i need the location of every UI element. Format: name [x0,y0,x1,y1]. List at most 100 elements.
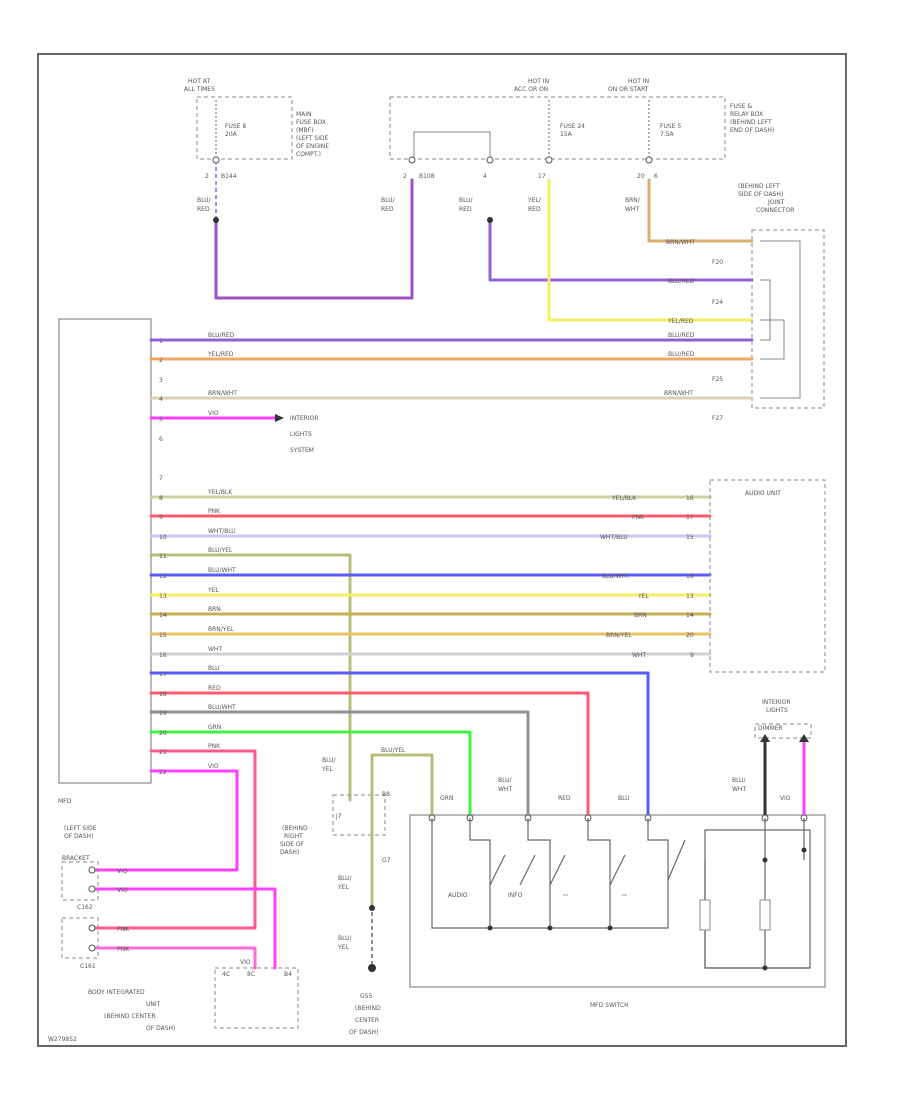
row-lbl-vio: VIO [208,410,219,417]
mfd-pin-22: 22 [159,769,167,776]
pin-2-mid: 2 [403,173,407,180]
aud-lbl-7: BRN [634,612,647,619]
hot-on-l2: ON OR START [608,86,649,93]
main-fuse-box-l6: COMPT.) [296,151,321,158]
ground-l1: G55 [360,993,372,1000]
sw-lbl-blu-wht-2: BLU/ [732,777,747,784]
pin-fuse-8 [212,156,220,164]
corner-code: W279852 [48,1036,77,1043]
body-l1: BODY INTEGRATED [88,989,145,996]
mfd-pin-19: 19 [159,710,167,717]
wire-brn-wht-f27 [647,178,754,243]
wire-row-19 [149,710,530,817]
interior-l2: LIGHTS [290,431,312,438]
top-blu-yel: BLU/YEL [381,747,406,754]
fuse-5-amp: 7.5A [660,131,675,138]
conn-g7: G7 [382,857,391,864]
switch-contact-3 [609,854,626,886]
bulb-icon-1 [699,899,711,931]
mfd-pin-18: 18 [159,691,167,698]
wire-lbl-yel-red: YEL/ [527,197,542,204]
conn-f25: F25 [712,376,723,383]
pin-b108-4 [486,156,494,164]
splice-dot-2 [487,217,493,223]
wire-row-20 [149,730,472,817]
wire-yel-red-f24 [547,178,754,322]
wire-lbl-brn-wht: BRN/ [625,197,641,204]
mfd-switch-unit [409,814,826,988]
sw-node-2 [547,925,553,931]
conn-c162: C162 [77,904,93,911]
row-r-brn-wht: BRN/WHT [664,390,693,397]
aud-pin-6: 14 [686,612,694,619]
blu-yel-v3: BLU/ [338,935,353,942]
fuse-8-amp: 20A [225,131,238,138]
conn-f24: F24 [712,299,723,306]
wire-lbl-blu-red-3: BLU/ [459,197,474,204]
ground-splice [369,905,375,911]
sw-arrow-left-icon: ⇦ [563,892,568,899]
sw-lbl-blu-wht-1: BLU/ [498,777,513,784]
aud-pin-8: 9 [690,652,694,659]
behind-right-l4: DASH) [280,849,299,856]
sw-node-3 [607,925,613,931]
row-lbl-blu-red: BLU/RED [208,332,235,339]
pin-4: 4 [483,173,487,180]
blu-yel-v3b: YEL [337,944,349,951]
wire-vio-to-body [90,887,277,970]
main-fuse-box-l4: (LEFT SIDE [296,135,329,142]
sw-info: INFO [508,892,523,899]
aud-lbl-6: YEL [637,593,649,600]
pin-fuse-24 [545,156,553,164]
row-lbl-blu: BLU [208,665,220,672]
mfd-pin-20: 20 [159,730,167,737]
sw-arrow-right-icon: ⇨ [622,892,627,899]
switch-contact-5 [519,854,536,886]
aud-lbl-5: BLU/WHT [602,573,630,580]
fuse-8-label: FUSE 8 [225,123,246,130]
behind-left-l3: JOINT [767,199,785,206]
row-lbl-brn-wht: BRN/WHT [208,390,237,397]
mfd-pin-21: 21 [159,749,167,756]
conn-f20: F20 [712,259,723,266]
wire-lbl-blu-red-2b: RED [381,206,394,213]
aud-lbl-1: YEL/BLK [611,495,637,502]
main-fuse-box-l3: (MBF) [296,127,313,134]
mfd-wires [90,338,754,970]
mfd-pin-10: 10 [159,534,167,541]
c161-outline [61,917,99,959]
pin-4c: 4C [222,971,230,978]
c162-pin-a [88,866,96,874]
illum-node-1 [762,857,768,863]
pin-8c: 8C [247,971,255,978]
hot-at-all-times-l2: ALL TIMES [184,86,215,93]
mfd-pin-1: 1 [159,338,163,345]
lbl-brn-wht-top: BRN/WHT [666,239,695,246]
pin-2-left: 2 [205,173,209,180]
c162-pin-b [88,885,96,893]
row-lbl-blu-yel: BLU/YEL [208,547,233,554]
mfd-pin-2: 2 [159,357,163,364]
row-lbl-yel-blk: YEL/BLK [207,489,233,496]
row-lbl-wht-blu: WHT/BLU [208,528,236,535]
c162-outline [61,861,99,901]
splice-dot-1 [213,217,219,223]
mfd-pin-9: 9 [159,514,163,521]
c161-pin-b [88,944,96,952]
joint-bus-2 [760,279,771,341]
blu-yel-v2: BLU/ [338,875,353,882]
aud-lbl-9: WHT [632,652,646,659]
mfd-pin-12: 12 [159,573,167,580]
j7-outline [332,794,386,836]
row-lbl-wht: WHT [208,646,222,653]
arrow-right-icon [275,414,284,422]
illum-node-2 [801,847,807,853]
left-side-l2: OF DASH) [64,833,93,840]
mfd-switch-label: MFD SWITCH [590,1002,629,1009]
mfd-pin-11: 11 [159,553,167,560]
sw-lbl-blu: BLU [618,795,630,802]
b108-bridge [413,131,491,160]
behind-right-l3: SIDE OF [280,841,305,848]
row-lbl-yel: YEL [207,587,219,594]
lbl-pnk-c161: PNK [117,926,130,933]
